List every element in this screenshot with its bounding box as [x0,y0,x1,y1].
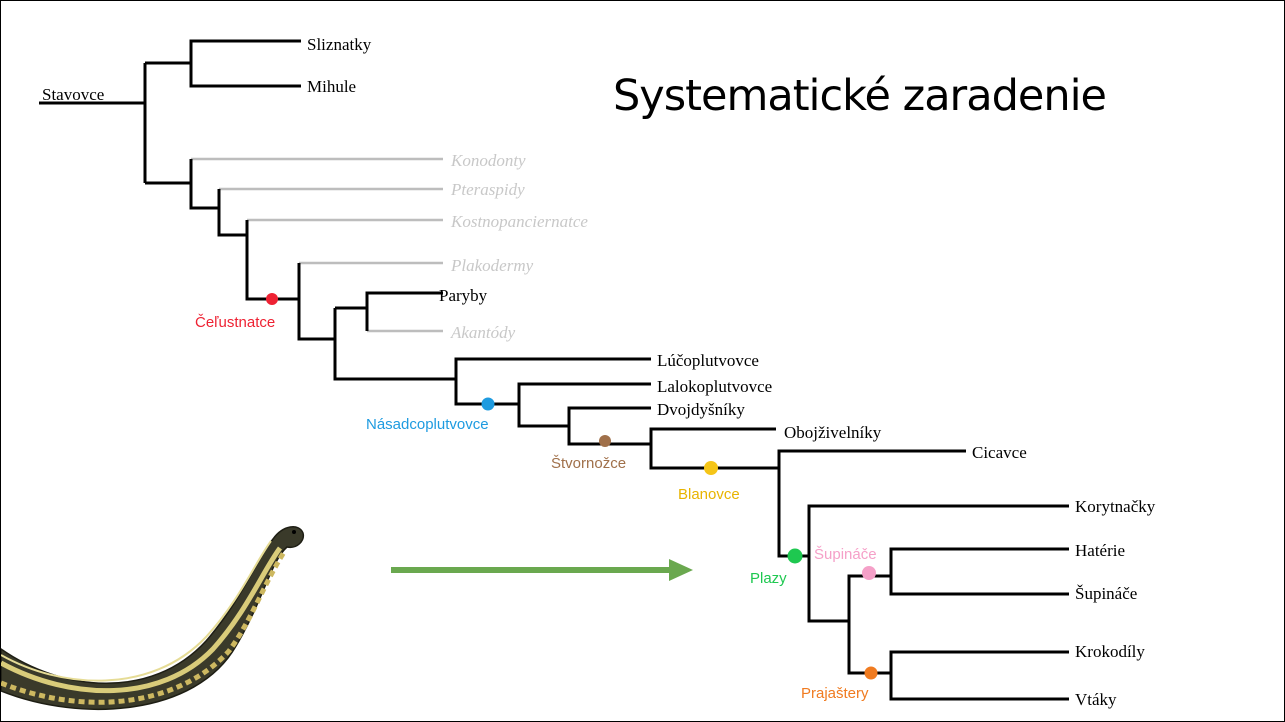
taxon-label-haterie: Hatérie [1075,541,1125,560]
supinace-node-dot [862,566,876,580]
taxon-label-sliznatky: Sliznatky [307,35,372,54]
prajastery-node-dot [864,666,878,680]
tree-branches [39,39,1069,701]
plazy-node-dot [787,548,803,564]
taxon-label-korytnacky: Korytnačky [1075,497,1156,516]
taxon-label-krokodily: Krokodíly [1075,642,1145,661]
taxon-label-dvojdysniky: Dvojdyšníky [657,400,745,419]
taxon-label-root: Stavovce [42,85,104,104]
taxon-label-kostnopanciernatce: Kostnopanciernatce [450,212,588,231]
stvornozce-node-dot [599,435,611,447]
clade-label-supinace: Šupináče [814,546,877,563]
taxon-label-lalokoplutvovce: Lalokoplutvovce [657,377,772,396]
taxon-label-vtaky: Vtáky [1075,690,1117,709]
taxon-label-supinace: Šupináče [1075,584,1137,603]
taxon-label-konodonty: Konodonty [450,151,526,170]
arrow [391,559,693,581]
taxon-label-pteraspidy: Pteraspidy [450,180,525,199]
taxon-label-plakodermy: Plakodermy [450,256,534,275]
clade-label-nasadcoplutvovce: Násadcoplutvovce [366,416,489,433]
extinct-branches [191,157,443,333]
nasadcoplutvovce-node-dot [481,397,495,411]
clade-label-plazy: Plazy [750,570,787,587]
taxon-label-cicavce: Cicavce [972,443,1027,462]
clade-label-celustnatce: Čeľustnatce [195,314,275,331]
slide-title: Systematické zaradenie [613,71,1107,121]
celustnatce-node-dot [266,293,278,305]
taxon-label-lucoplutvovce: Lúčoplutvovce [657,351,759,370]
clade-label-stvornozce: Štvornožce [551,455,626,472]
taxon-label-obojzivelniky: Obojživelníky [784,423,882,442]
clade-label-prajastery: Prajaštery [801,685,869,702]
taxon-label-akantody: Akantódy [450,323,516,342]
clade-label-blanovce: Blanovce [678,486,740,503]
taxon-label-mihule: Mihule [307,77,356,96]
taxon-label-paryby: Paryby [439,286,488,305]
snake-image [1,526,305,711]
blanovce-node-dot [704,461,718,475]
